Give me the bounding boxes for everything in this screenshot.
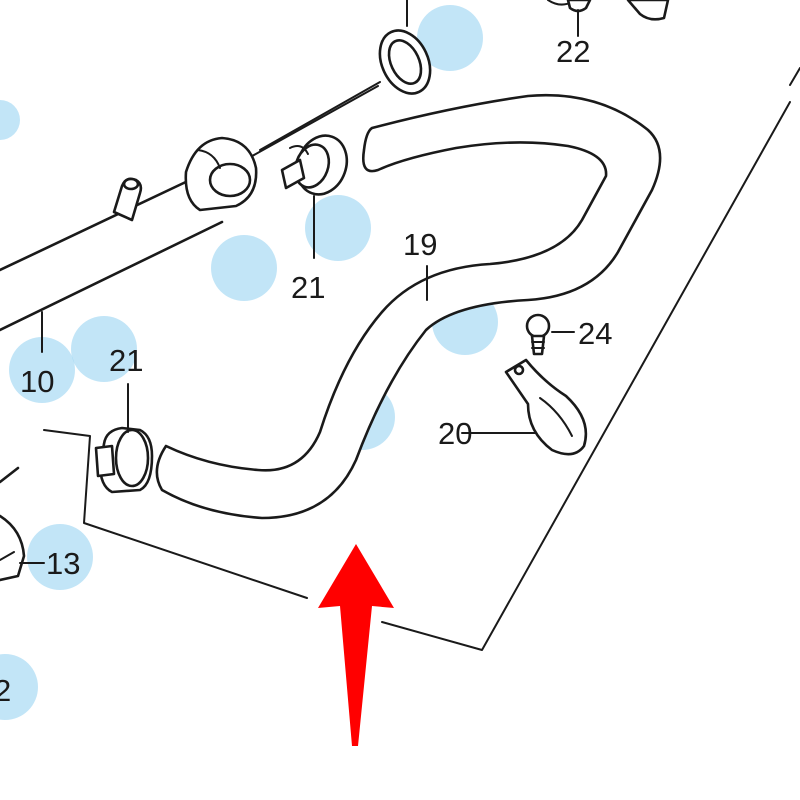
bolt-24[interactable] (525, 313, 575, 356)
hose-clip-lower[interactable] (94, 383, 154, 494)
hotspot-dot[interactable] (211, 235, 277, 301)
hotspot-dot[interactable] (27, 524, 93, 590)
callout-13[interactable]: 13 (46, 546, 80, 581)
pipe-elbow-connector[interactable] (184, 136, 258, 212)
callout-22[interactable]: 22 (556, 34, 590, 69)
bracket-clamp-20[interactable] (461, 358, 588, 456)
hose-clip-upper[interactable] (280, 129, 355, 259)
red-up-arrow-icon (318, 544, 394, 746)
callout-2-partial[interactable]: 2 (0, 673, 11, 708)
hotspot-dot[interactable] (9, 337, 75, 403)
hotspot-dots (0, 5, 498, 720)
hotspot-dot[interactable] (305, 195, 371, 261)
callout-21-lower[interactable]: 21 (109, 343, 143, 378)
o-ring[interactable] (370, 0, 440, 102)
hotspot-dot[interactable] (0, 654, 38, 720)
callout-10[interactable]: 10 (20, 364, 54, 399)
hotspot-dot[interactable] (417, 5, 483, 71)
assembly-boundary (43, 67, 800, 651)
hotspot-dot[interactable] (0, 100, 20, 140)
pipe-10[interactable] (0, 81, 381, 332)
hose-19[interactable] (155, 93, 662, 520)
nipple-fitting[interactable] (112, 177, 143, 222)
callout-24[interactable]: 24 (578, 316, 612, 351)
hose-13[interactable] (0, 466, 45, 582)
fitting-22[interactable] (547, 0, 670, 37)
hotspot-dot[interactable] (71, 316, 137, 382)
leader-lines (41, 265, 428, 353)
callout-19[interactable]: 19 (403, 227, 437, 262)
callout-labels: 22 19 21 24 21 10 20 13 2 (0, 34, 612, 708)
callout-21-upper[interactable]: 21 (291, 270, 325, 305)
callout-20[interactable]: 20 (438, 416, 472, 451)
